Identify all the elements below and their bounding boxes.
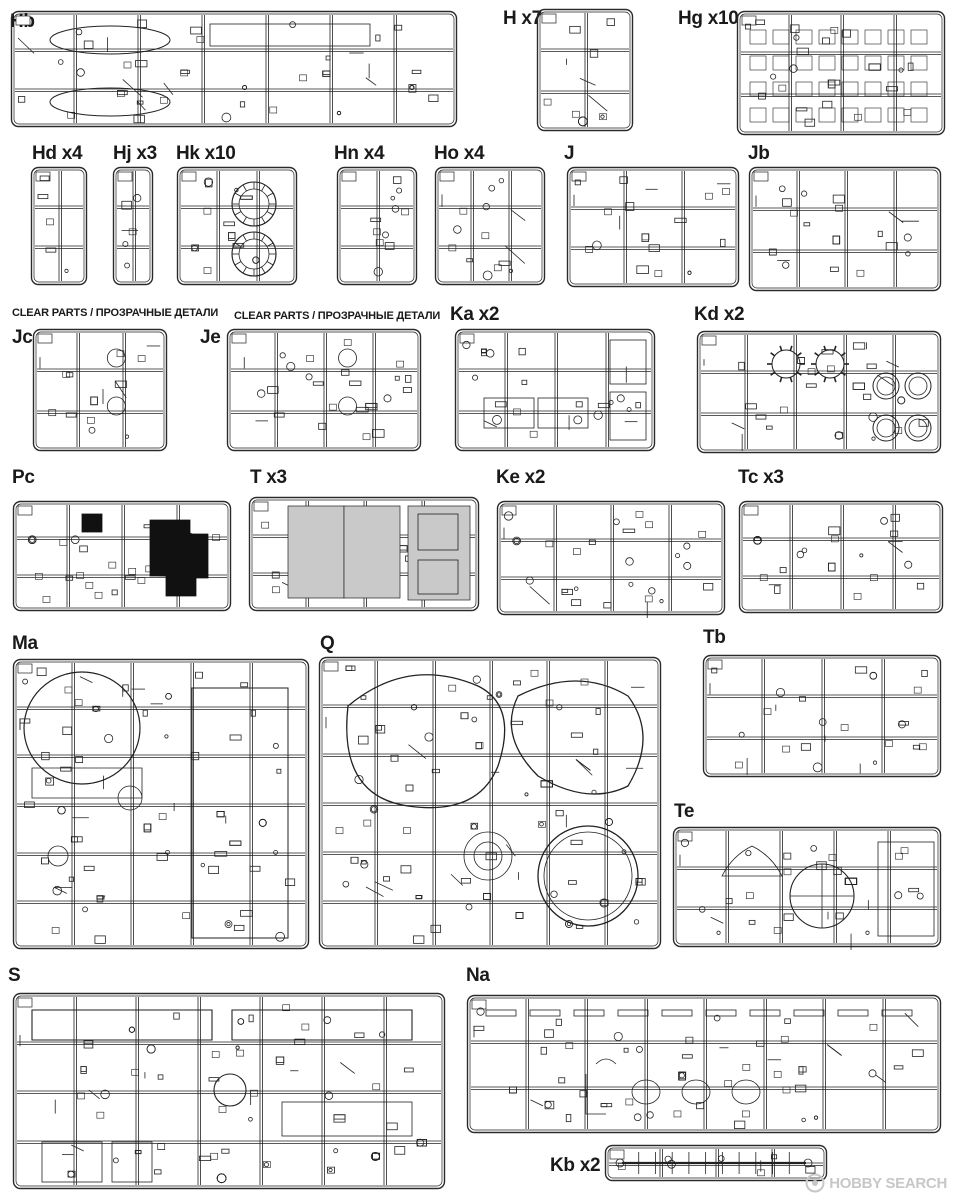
clear-parts-note-jc: CLEAR PARTS / ПРОЗРАЧНЫЕ ДЕТАЛИ (12, 307, 219, 319)
sprue-label-ka: Ka x2 (450, 304, 500, 325)
sprue-label-hn: Hn x4 (334, 143, 385, 164)
sprue-t (248, 496, 480, 612)
sprue-label-ke: Ke x2 (496, 467, 546, 488)
sprue-je (226, 328, 422, 452)
sprue-ma (12, 658, 310, 950)
sprue-label-s: S (8, 965, 21, 986)
sprue-kb (604, 1144, 828, 1182)
sprue-label-hk: Hk x10 (176, 143, 236, 164)
sprue-te (672, 826, 942, 950)
watermark-text: HOBBY SEARCH (829, 1174, 947, 1192)
sprue-hd (30, 166, 88, 286)
sprue-hj (112, 166, 154, 286)
sprue-na (466, 994, 942, 1134)
sprue-label-tb: Tb (703, 627, 726, 648)
sprue-tb (702, 654, 942, 778)
sprue-label-je: Je (200, 327, 221, 348)
clear-parts-note-je: CLEAR PARTS / ПРОЗРАЧНЫЕ ДЕТАЛИ (234, 310, 441, 322)
sprue-label-ho: Ho x4 (434, 143, 485, 164)
sprue-hb (10, 10, 458, 128)
sprue-jb (748, 166, 942, 292)
sprue-q (318, 656, 662, 950)
sprue-label-jc: Jc (12, 327, 33, 348)
sprue-hn (336, 166, 418, 286)
sprue-pc (12, 500, 232, 612)
watermark: HOBBY SEARCH (805, 1172, 947, 1194)
sprue-label-hj: Hj x3 (113, 143, 157, 164)
sprue-label-pc: Pc (12, 467, 35, 488)
sprue-label-t: T x3 (250, 467, 287, 488)
sprue-h (536, 8, 634, 132)
sprue-label-kb: Kb x2 (550, 1155, 601, 1176)
sprue-label-hg: Hg x10 (678, 8, 739, 29)
sprue-label-kd: Kd x2 (694, 304, 745, 325)
sprue-jc (32, 328, 168, 452)
sprue-label-j: J (564, 143, 575, 164)
sprue-label-jb: Jb (748, 143, 770, 164)
sprue-label-te: Te (674, 801, 695, 822)
hobbysearch-logo-icon (805, 1173, 825, 1193)
sprue-j (566, 166, 740, 288)
sprue-hg (736, 10, 946, 136)
sprue-label-tc: Tc x3 (738, 467, 784, 488)
sprue-tc (738, 500, 944, 614)
sprue-label-ma: Ma (12, 633, 38, 654)
sprue-ka (454, 328, 656, 452)
sprue-ke (496, 500, 726, 619)
sprue-label-na: Na (466, 965, 490, 986)
sprue-hk (176, 166, 298, 286)
sprue-kd (696, 330, 942, 454)
sprue-label-h: H x7 (503, 8, 542, 29)
sprue-label-hd: Hd x4 (32, 143, 83, 164)
sprue-label-q: Q (320, 633, 335, 654)
sprue-s (12, 992, 446, 1190)
sprue-ho (434, 166, 546, 286)
